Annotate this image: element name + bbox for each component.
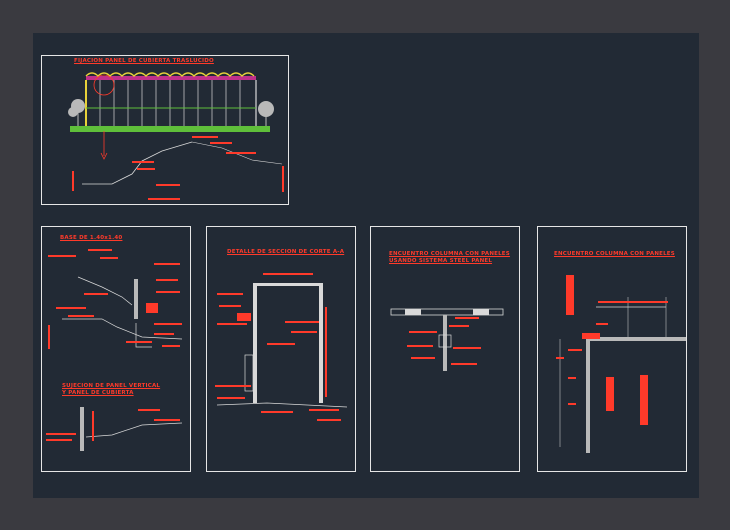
sheet-subtitle-line2: Y PANEL DE CUBIERTA — [62, 390, 134, 396]
sheet-title: DETALLE DE SECCION DE CORTE A-A — [227, 249, 345, 255]
sheet-base-detail[interactable]: BASE DE 1.40x1.40 SUJECION DE PANEL VERT… — [41, 226, 191, 472]
column-panel-steel-drawing — [390, 308, 504, 371]
sheet-title-line2: USANDO SISTEMA STEEL PANEL — [389, 258, 493, 264]
sheet-title: FIJACION PANEL DE CUBIERTA TRASLUCIDO — [74, 58, 214, 64]
sheet-title-line1: ENCUENTRO COLUMNA CON PANELES — [389, 251, 510, 257]
sheet-title: ENCUENTRO COLUMNA CON PANELES — [554, 251, 675, 257]
sheet-column-panel[interactable]: ENCUENTRO COLUMNA CON PANELES — [537, 226, 687, 472]
section-detail-drawing — [215, 273, 348, 421]
roof-elevation-drawing — [68, 72, 284, 200]
drawing-canvas[interactable]: FIJACION PANEL DE CUBIERTA TRASLUCIDO — [33, 33, 699, 498]
base-detail-drawing — [46, 249, 183, 451]
sheet-column-panel-steel[interactable]: ENCUENTRO COLUMNA CON PANELES USANDO SIS… — [370, 226, 520, 472]
sheet-section-detail[interactable]: DETALLE DE SECCION DE CORTE A-A — [206, 226, 356, 472]
column-panel-drawing — [556, 275, 686, 453]
sheet-title: BASE DE 1.40x1.40 — [60, 235, 123, 241]
sheet-roof-panel-fixing[interactable]: FIJACION PANEL DE CUBIERTA TRASLUCIDO — [41, 55, 289, 205]
sheet-subtitle-line1: SUJECION DE PANEL VERTICAL — [62, 383, 161, 389]
